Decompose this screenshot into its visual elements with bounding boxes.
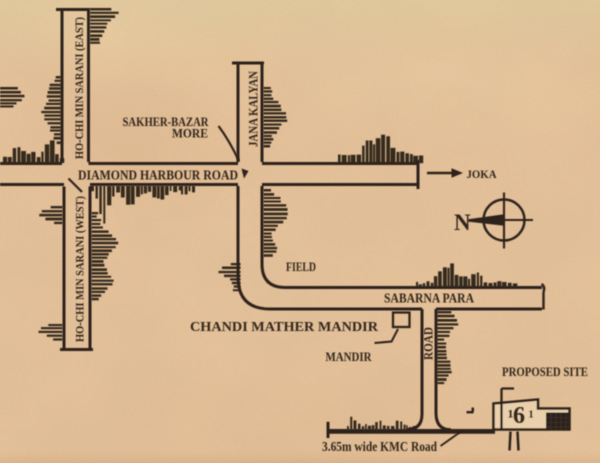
svg-text:HO-CHI MIN SARANI (WEST): HO-CHI MIN SARANI (WEST) [73, 196, 87, 342]
svg-text:DIAMOND HARBOUR ROAD: DIAMOND HARBOUR ROAD [78, 169, 238, 184]
svg-text:CHANDI MATHER MANDIR: CHANDI MATHER MANDIR [190, 320, 379, 335]
svg-text:SAKHER-BAZAR: SAKHER-BAZAR [123, 115, 210, 129]
svg-text:MANDIR: MANDIR [326, 349, 373, 364]
svg-text:PROPOSED SITE: PROPOSED SITE [502, 364, 588, 379]
svg-text:JANA KALYAN: JANA KALYAN [247, 71, 261, 147]
svg-text:3.65m wide KMC Road: 3.65m wide KMC Road [322, 439, 437, 454]
svg-text:MORE: MORE [172, 127, 208, 141]
svg-text:JOKA: JOKA [467, 167, 497, 181]
svg-text:6: 6 [513, 403, 525, 429]
svg-text:HO-CHI MIN SARANI (EAST): HO-CHI MIN SARANI (EAST) [72, 17, 86, 159]
svg-text:N: N [454, 210, 471, 235]
svg-text:FIELD: FIELD [286, 260, 316, 274]
svg-text:1: 1 [529, 410, 534, 421]
svg-text:ROAD: ROAD [421, 327, 436, 360]
svg-text:SABARNA PARA: SABARNA PARA [384, 291, 474, 306]
svg-text:1: 1 [508, 407, 514, 421]
